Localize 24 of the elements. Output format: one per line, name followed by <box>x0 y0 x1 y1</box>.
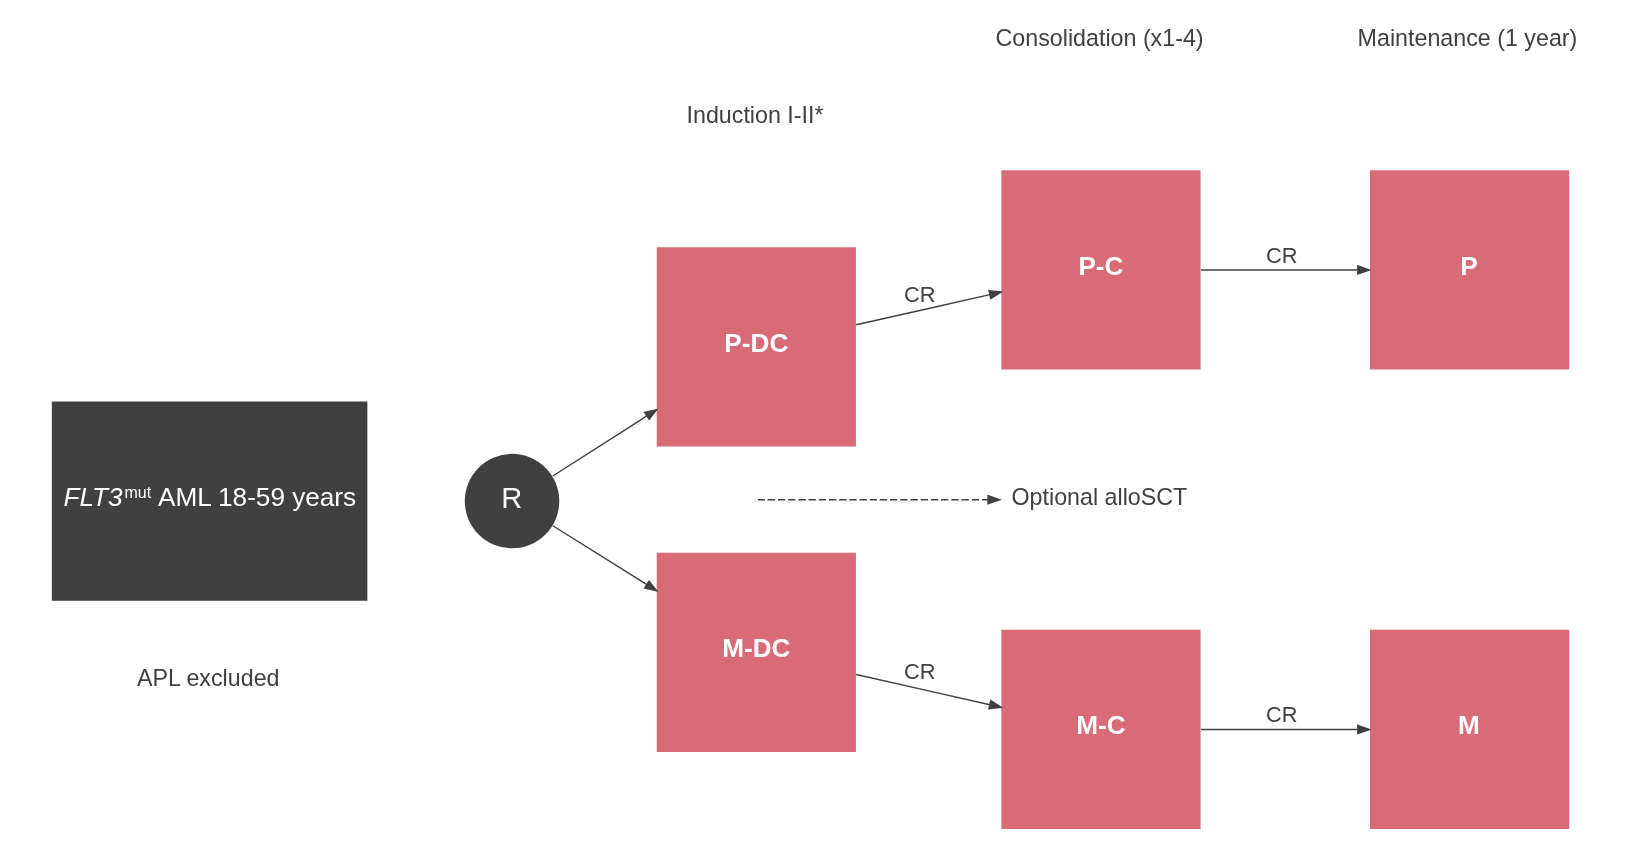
edge-label: CR <box>1266 242 1298 268</box>
label: Consolidation (x1-4) <box>995 24 1204 51</box>
label: Maintenance (1 year) <box>1357 24 1578 51</box>
node-text: Optional alloSCT <box>1011 484 1188 511</box>
arrow <box>552 525 659 592</box>
arrow <box>757 494 1002 505</box>
node-box: P-DC <box>656 247 856 447</box>
edge-label: CR <box>903 658 936 684</box>
label: Induction I-II* <box>686 101 824 128</box>
edge-label: CR <box>903 281 936 307</box>
node-box: P <box>1370 170 1570 370</box>
node-box: P-C <box>1001 170 1201 370</box>
arrow <box>855 289 1004 326</box>
arrow <box>1200 264 1372 275</box>
arrow <box>552 408 659 477</box>
arrow <box>855 673 1004 710</box>
node-box: M <box>1370 629 1570 829</box>
node-circle: R <box>464 453 560 549</box>
edge-label: CR <box>1266 702 1298 728</box>
label: APL excluded <box>136 664 280 691</box>
node-box: FLT3$^{mut}$ AML 18-59 years <box>51 401 368 601</box>
node-box: M-C <box>1001 629 1201 829</box>
node-box: M-DC <box>656 552 856 752</box>
arrow <box>1200 724 1372 735</box>
